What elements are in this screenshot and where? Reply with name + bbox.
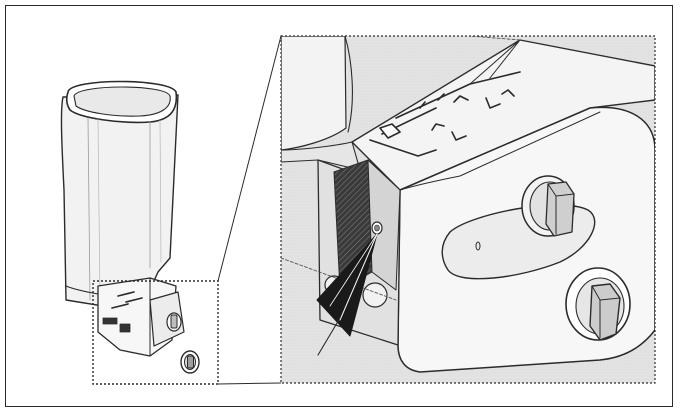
detail-callout [280, 35, 656, 384]
illustration-frame [5, 5, 673, 407]
overview-assembly [60, 80, 200, 374]
pointer-arrow [316, 233, 378, 356]
mounted-knob [521, 175, 575, 237]
top-slots [369, 71, 521, 157]
hopper-housing [60, 80, 179, 313]
callout-connectors [217, 35, 282, 385]
base-block [97, 277, 185, 357]
loose-knob-overview [180, 350, 200, 374]
zoom-selection-box [92, 280, 219, 385]
selector-knob [565, 267, 631, 341]
